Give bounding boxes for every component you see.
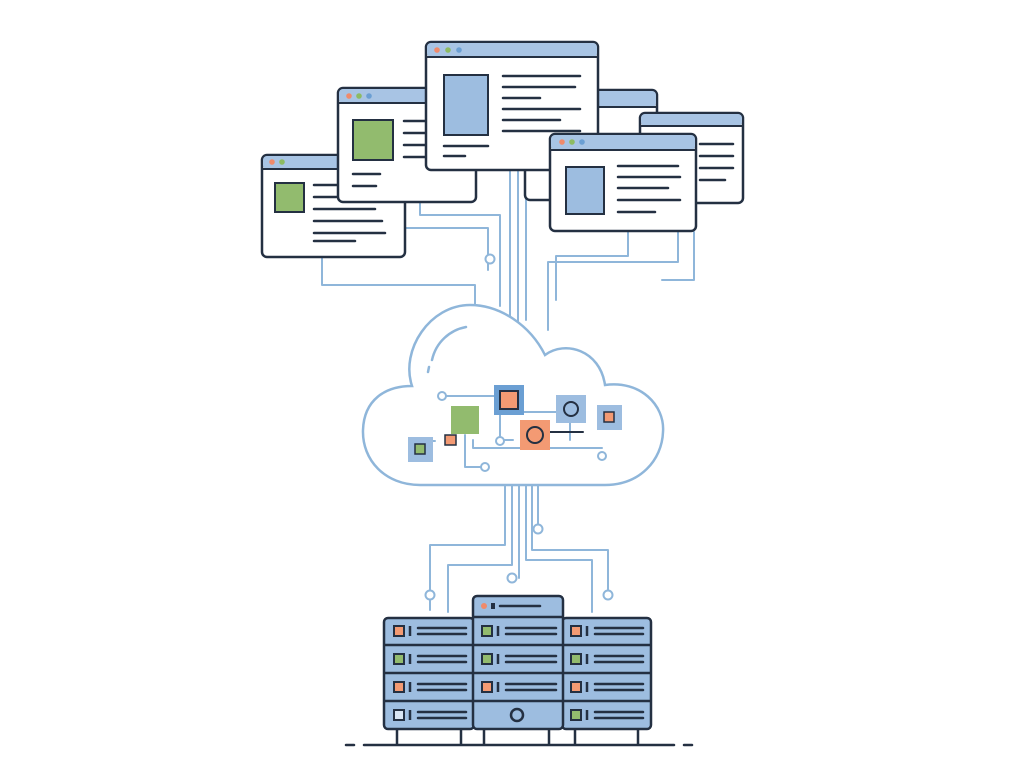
text-lines xyxy=(442,74,582,158)
server-rack-icon xyxy=(344,594,694,747)
server-led-icon xyxy=(570,709,582,721)
green-node-icon xyxy=(451,406,479,434)
window-right xyxy=(548,132,698,233)
blue-document-thumbnail-icon xyxy=(565,166,605,215)
server-top-unit xyxy=(481,603,542,609)
text-lines xyxy=(616,164,682,214)
server-led-icon xyxy=(393,625,405,637)
text-lines xyxy=(698,142,735,182)
server-led-icon xyxy=(570,625,582,637)
server-led-icon xyxy=(481,681,493,693)
server-feet xyxy=(395,727,640,746)
tiny-orange-node-icon xyxy=(444,434,457,446)
power-button-icon xyxy=(509,707,525,723)
green-thumbnail-icon xyxy=(352,119,394,161)
cloud-network-nodes xyxy=(437,391,607,472)
server-led-icon xyxy=(393,681,405,693)
server-units xyxy=(393,625,645,721)
server-led-icon xyxy=(570,653,582,665)
server-led-icon xyxy=(481,625,493,637)
blue-document-thumbnail-icon xyxy=(443,74,489,136)
green-thumbnail-icon xyxy=(274,182,305,213)
blue-circle-node-icon xyxy=(556,395,586,423)
server-led-icon xyxy=(481,653,493,665)
server-led-icon xyxy=(570,681,582,693)
connector-nodes xyxy=(424,253,614,601)
orange-circle-node-icon xyxy=(520,420,550,450)
cloud-network-icon xyxy=(361,303,665,487)
server-led-icon xyxy=(393,653,405,665)
server-led-icon xyxy=(393,709,405,721)
